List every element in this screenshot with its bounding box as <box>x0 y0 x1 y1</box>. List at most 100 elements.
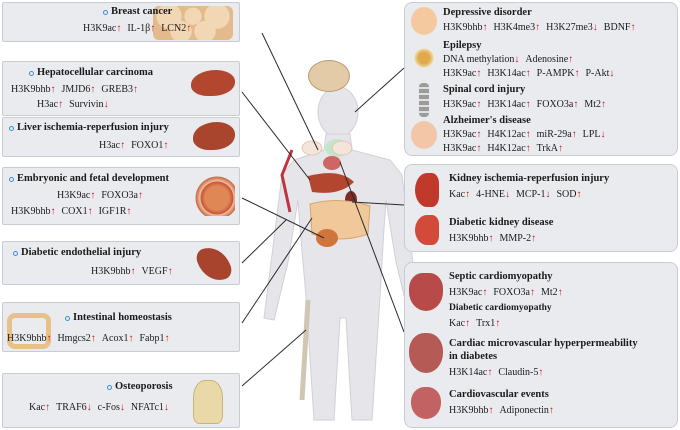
neuron-icon <box>413 47 435 69</box>
marker-name: H3K9bhb <box>7 333 47 344</box>
marker-name: H4K12ac <box>487 143 526 154</box>
down-arrow-icon: ↓ <box>609 68 615 79</box>
down-arrow-icon: ↓ <box>592 22 598 33</box>
marker-name: Survivin <box>69 99 104 110</box>
panel-liver-ischemia-reperfusion: Liver ischemia-reperfusion injury H3ac↑F… <box>2 117 240 157</box>
marker-name: MCP-1 <box>516 189 546 200</box>
panel-osteoporosis: Osteoporosis Kac↑TRAF6↓c-Fos↓NFATc1↓ <box>2 373 240 428</box>
marker-name: H3K9bhb <box>11 206 51 217</box>
panel-title: Septic cardiomyopathy <box>449 271 553 282</box>
fetus-icon <box>195 176 235 216</box>
child-icon <box>411 7 437 35</box>
marker-line: H3K9ac↑H3K14ac↑P-AMPK↑P-Akt↓ <box>443 68 614 79</box>
marker-name: Fabp1 <box>139 333 165 344</box>
marker-line: Kac↑Trx1↑ <box>449 318 500 329</box>
marker-name: P-AMPK <box>536 68 575 79</box>
up-arrow-icon: ↑ <box>90 190 96 201</box>
marker-name: Kac <box>29 402 46 413</box>
up-arrow-icon: ↑ <box>487 367 493 378</box>
panel-title: Liver ischemia-reperfusion injury <box>17 122 169 133</box>
marker-line: DNA methylation↓Adenosine↑ <box>443 54 573 65</box>
marker-name: Kac <box>449 318 466 329</box>
up-arrow-icon: ↑ <box>167 266 173 277</box>
marker-name: FOXO1 <box>131 140 164 151</box>
marker-name: H3K9bhb <box>91 266 131 277</box>
bullet-icon <box>9 177 14 182</box>
up-arrow-icon: ↑ <box>126 206 132 217</box>
up-arrow-icon: ↑ <box>482 22 488 33</box>
down-arrow-icon: ↓ <box>86 402 92 413</box>
up-arrow-icon: ↑ <box>557 287 563 298</box>
spine-icon <box>419 83 429 117</box>
liver-icon <box>193 122 235 150</box>
marker-line: H3K9bhb↑Hmgcs2↑Acox1↑Fabp1↑ <box>7 333 169 344</box>
up-arrow-icon: ↑ <box>630 22 636 33</box>
panel-title: Osteoporosis <box>115 381 173 392</box>
marker-line: H3K9ac↑FOXO3a↑ <box>57 190 143 201</box>
up-arrow-icon: ↑ <box>164 333 170 344</box>
down-arrow-icon: ↓ <box>600 129 606 140</box>
marker-name: Adiponectin <box>499 405 549 416</box>
up-arrow-icon: ↑ <box>574 68 580 79</box>
down-arrow-icon: ↓ <box>505 189 510 200</box>
kidney-icon <box>415 173 439 207</box>
up-arrow-icon: ↑ <box>120 140 126 151</box>
panel-embryonic-development: Embryonic and fetal development H3K9ac↑F… <box>2 167 240 225</box>
down-arrow-icon: ↓ <box>119 402 125 413</box>
bullet-icon <box>9 126 14 131</box>
down-arrow-icon: ↓ <box>103 99 109 110</box>
marker-name: BDNF <box>603 22 631 33</box>
heart-vessel-icon <box>409 333 443 373</box>
up-arrow-icon: ↑ <box>476 129 482 140</box>
up-arrow-icon: ↑ <box>525 143 531 154</box>
body-organs <box>280 139 371 401</box>
panel-heart-group: Septic cardiomyopathy H3K9ac↑FOXO3a↑Mt2↑… <box>404 262 678 428</box>
marker-line: H3ac↑FOXO1↑ <box>99 140 168 151</box>
up-arrow-icon: ↑ <box>87 206 93 217</box>
marker-line: H3K9bhb↑H3K4me3↑H3K27me3↓BDNF↑ <box>443 22 635 33</box>
marker-name: Claudin-5 <box>498 367 539 378</box>
marker-line: Kac↑TRAF6↓c-Fos↓NFATc1↓ <box>29 402 169 413</box>
marker-name: VEGF <box>141 266 168 277</box>
up-arrow-icon: ↑ <box>601 99 606 110</box>
marker-name: Trx1 <box>476 318 496 329</box>
marker-name: H3K9ac <box>443 99 477 110</box>
marker-name: H3K14ac <box>487 99 526 110</box>
up-arrow-icon: ↑ <box>45 402 51 413</box>
marker-name: H3K9bhb <box>11 84 51 95</box>
up-arrow-icon: ↑ <box>525 68 531 79</box>
marker-name: TrkA <box>536 143 558 154</box>
marker-name: GREB3 <box>101 84 134 95</box>
marker-name: H3K9ac <box>443 129 477 140</box>
marker-line: H3K9ac↑H3K14ac↑FOXO3a↑Mt2↑ <box>443 99 606 110</box>
up-arrow-icon: ↑ <box>90 333 96 344</box>
marker-name: 4-HNE <box>476 189 505 200</box>
panel-title: Diabetic cardiomyopathy <box>449 303 552 313</box>
human-body-silhouette <box>263 86 421 421</box>
marker-line: H3ac↑Survivin↓ <box>37 99 109 110</box>
up-arrow-icon: ↑ <box>488 405 494 416</box>
panel-hepatocellular-carcinoma: Hepatocellular carcinoma H3K9bhb↑JMJD6↑G… <box>2 61 240 116</box>
marker-name: Hmgcs2 <box>57 333 91 344</box>
up-arrow-icon: ↑ <box>531 233 537 244</box>
up-arrow-icon: ↑ <box>116 23 122 34</box>
panel-intestinal-homeostasis: Intestinal homeostasis H3K9bhb↑Hmgcs2↑Ac… <box>2 302 240 352</box>
up-arrow-icon: ↑ <box>538 367 544 378</box>
up-arrow-icon: ↑ <box>476 99 482 110</box>
elderly-icon <box>411 121 437 149</box>
marker-line: H3K9bhb↑COX1↑IGF1R↑ <box>11 206 131 217</box>
up-arrow-icon: ↑ <box>50 84 56 95</box>
marker-name: FOXO3a <box>536 99 574 110</box>
intestine-icon <box>7 313 51 349</box>
up-arrow-icon: ↑ <box>476 143 482 154</box>
up-arrow-icon: ↑ <box>186 23 192 34</box>
connector-lines <box>241 32 405 387</box>
marker-name: NFATc1 <box>130 402 164 413</box>
heart-icon <box>409 273 443 311</box>
up-arrow-icon: ↑ <box>130 266 136 277</box>
marker-name: FOXO3a <box>493 287 530 298</box>
marker-name: H3K9ac <box>57 190 91 201</box>
up-arrow-icon: ↑ <box>525 99 531 110</box>
marker-name: H3K9ac <box>443 143 477 154</box>
